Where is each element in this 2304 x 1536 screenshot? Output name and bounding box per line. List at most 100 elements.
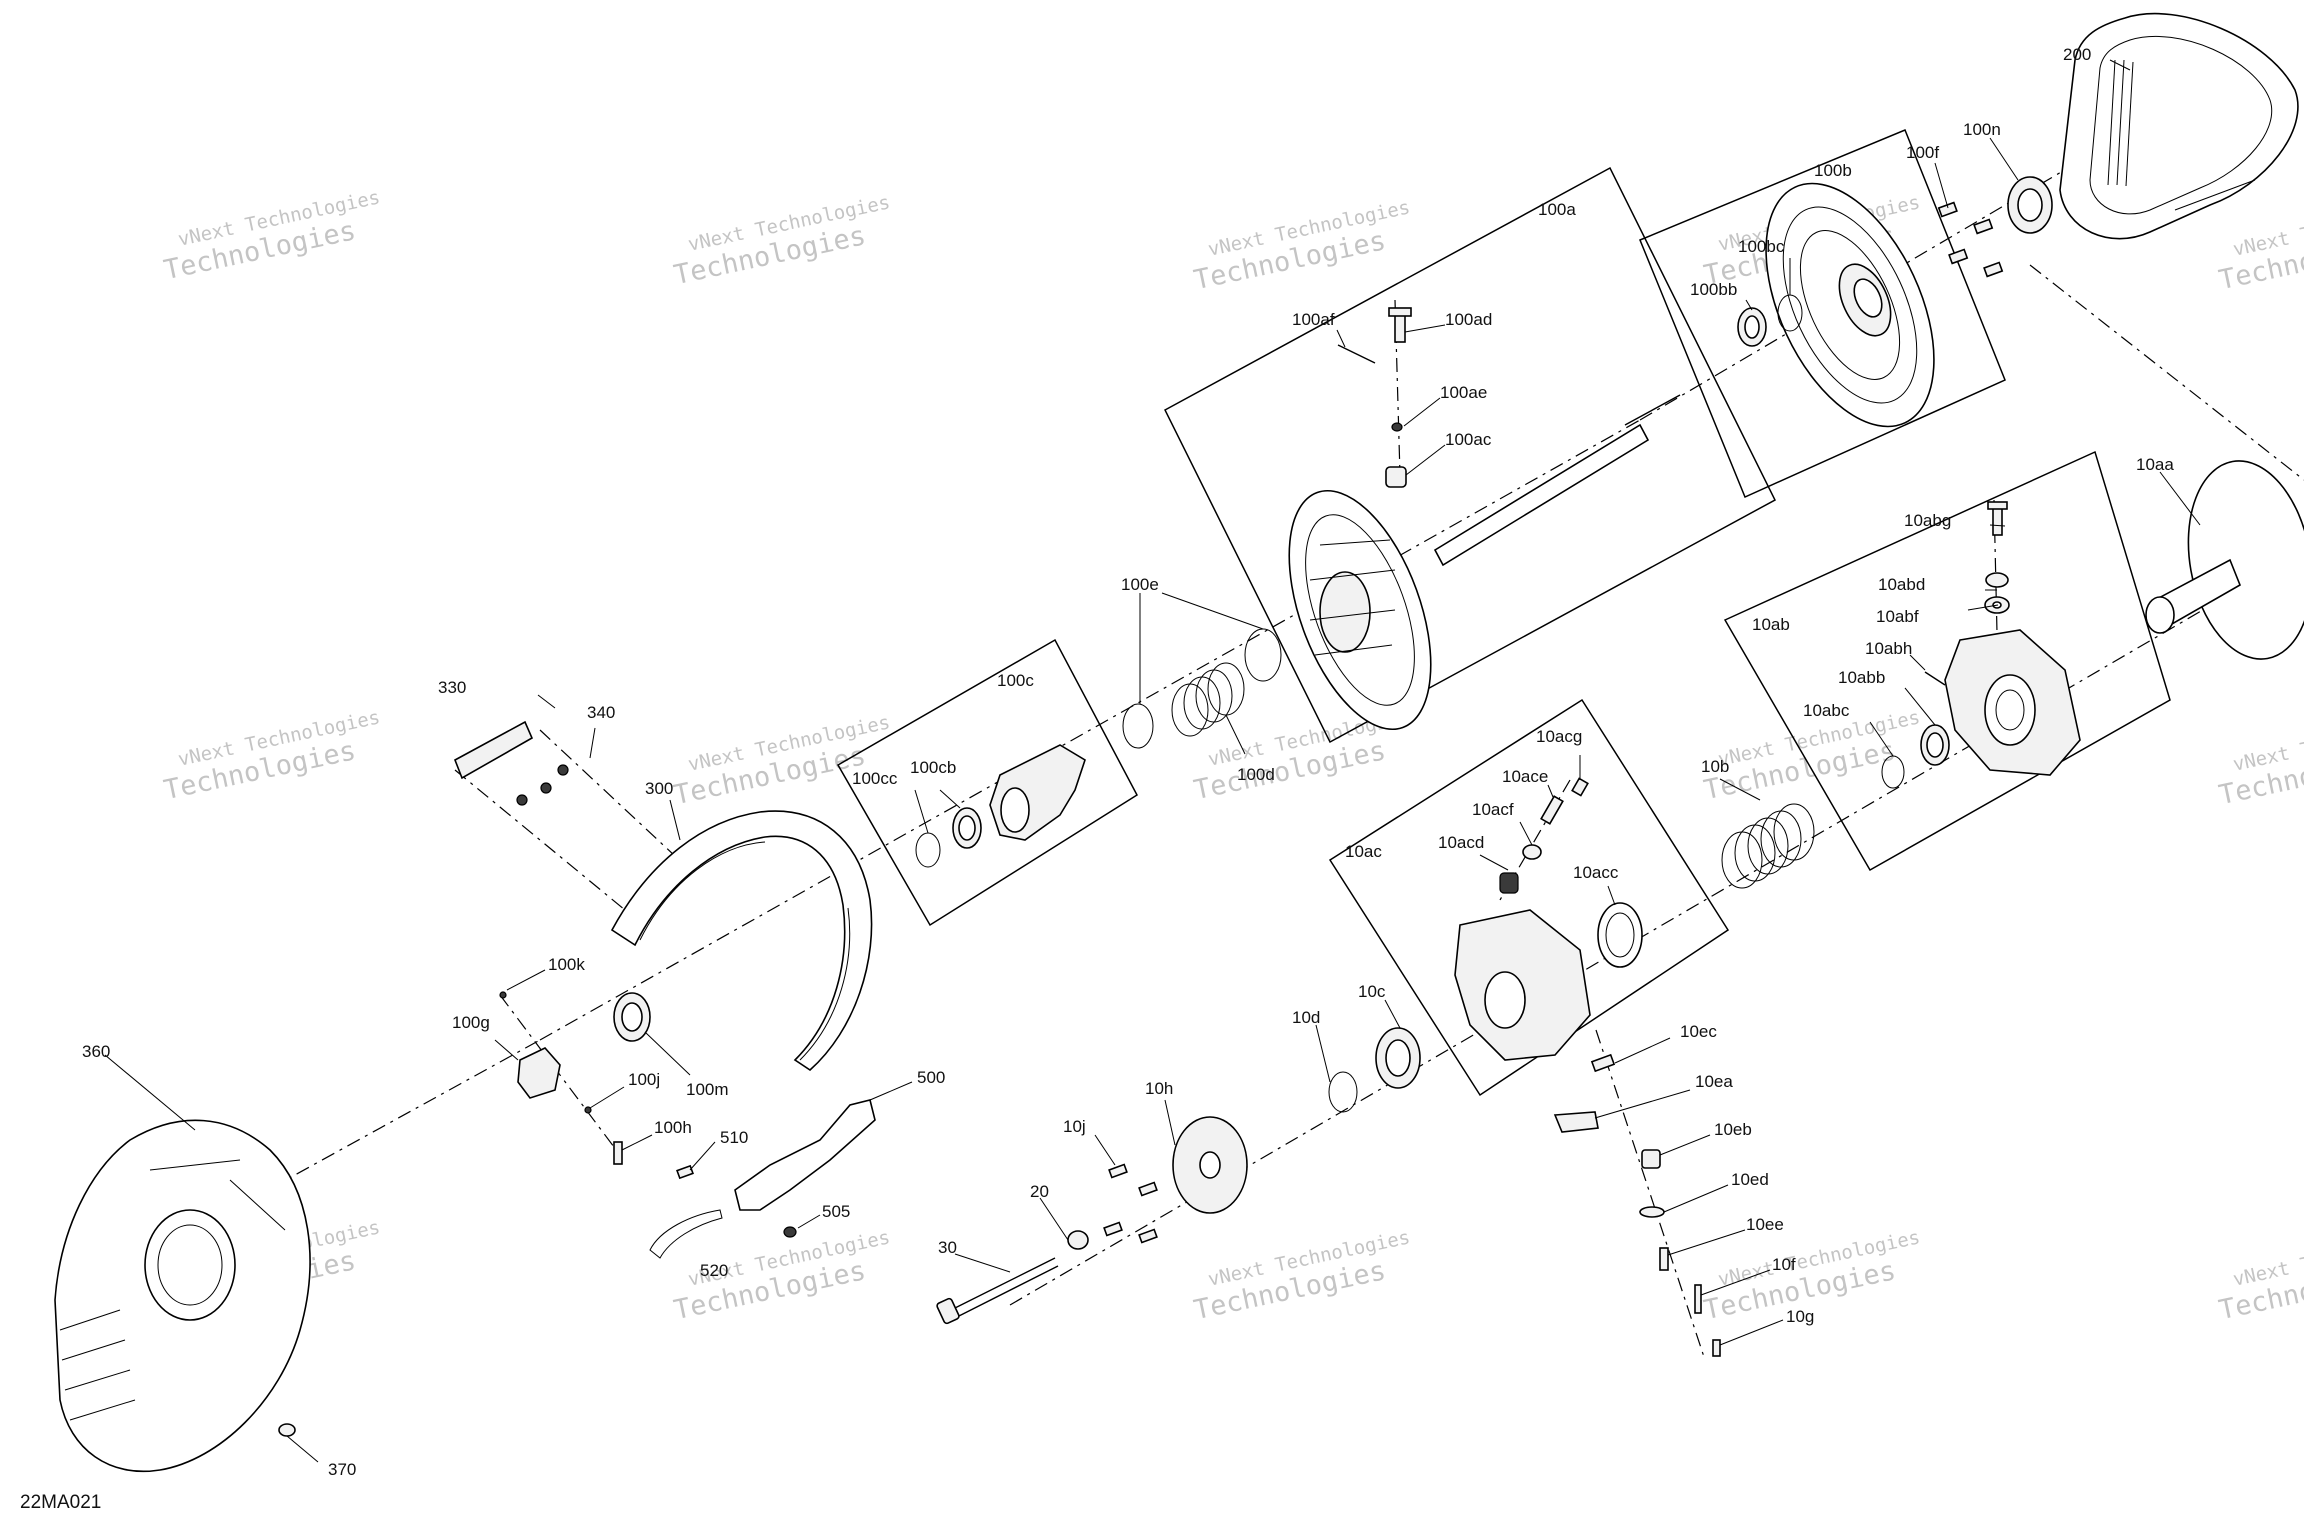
fixed-sheave-part-100a [1288,394,1681,731]
callout-labels: 200 100n 100f 100b 100bc 100bb 100a 100a… [82,45,2174,1479]
callout-30: 30 [938,1238,957,1257]
callout-10abc: 10abc [1803,701,1850,720]
housing-part-360 [54,1119,311,1473]
ring-part-100cc [915,832,941,868]
lever-part-10ec [1590,1053,1616,1073]
roller-part-10acd [1499,872,1519,894]
callout-10ea: 10ea [1695,1072,1733,1091]
callout-100bc: 100bc [1738,237,1785,256]
pin-part-100ad [1388,307,1412,343]
axis-line [539,729,691,871]
callout-100n: 100n [1963,120,2001,139]
assembly-box-10ab [1723,450,2171,872]
axis-line [1499,779,1571,901]
callout-520: 520 [700,1261,728,1280]
callout-500: 500 [917,1068,945,1087]
axis-line [539,419,1641,1041]
callout-100ae: 100ae [1440,383,1487,402]
bushing-part-10abb [1920,724,1950,766]
callout-10ee: 10ee [1746,1215,1784,1234]
callout-10acd: 10acd [1438,833,1484,852]
assembly-box-10ac [1328,698,1730,1097]
bushing-part-100bb [1737,307,1767,347]
callout-10b: 10b [1701,757,1729,776]
callout-10h: 10h [1145,1079,1173,1098]
belt-guard-part-300 [610,810,873,1072]
callout-10ac: 10ac [1345,842,1382,861]
callout-100ac: 100ac [1445,430,1492,449]
callout-100cc: 100cc [852,769,898,788]
pin-part-10abg [1987,501,2008,536]
callout-10acg: 10acg [1536,727,1582,746]
callout-10abb: 10abb [1838,668,1885,687]
sheave-part-10aa [2145,460,2304,660]
callout-370: 370 [328,1460,356,1479]
screw-part-10g [1712,1339,1721,1357]
cam-part-100c [989,744,1086,841]
bearing-part-100n [2007,176,2053,234]
assembly-box-100a [1164,166,1776,744]
callout-100ad: 100ad [1445,310,1492,329]
bracket-part-500 [734,1099,876,1211]
callout-100m: 100m [686,1080,729,1099]
assembly-box-100b [1639,129,2006,499]
spacer-part-10abd [1985,572,2009,588]
bushing-part-10acc [1597,902,1643,968]
clip-part-520 [649,1209,723,1259]
callout-100c: 100c [997,671,1034,690]
bolt-part-100h [613,1141,623,1165]
callout-100af: 100af [1292,310,1335,329]
nut-part-10eb [1641,1149,1661,1169]
axis-line [499,994,621,1156]
washer-part-10acf [1522,844,1542,860]
parts [54,12,2304,1473]
callout-10j: 10j [1063,1117,1086,1136]
washer-part-20 [1067,1230,1089,1250]
sheave-hub-part-10ac [1454,909,1591,1061]
callout-10ec: 10ec [1680,1022,1717,1041]
nut-part-100g [517,1047,561,1099]
callout-340: 340 [587,703,615,722]
callout-10ed: 10ed [1731,1170,1769,1189]
spider-part-10ab [1944,629,2081,776]
callout-10abf: 10abf [1876,607,1919,626]
callout-20: 20 [1030,1182,1049,1201]
nut-part-370 [278,1423,296,1437]
figure-id: 22MA021 [20,1492,101,1513]
washer-part-10ed [1639,1206,1665,1218]
pin-part-10ace [1540,795,1564,825]
washer-part-100m [613,992,651,1042]
screw-part-510 [676,1164,694,1180]
callout-100bb: 100bb [1690,280,1737,299]
callout-360: 360 [82,1042,110,1061]
leader-lines [104,59,2201,1463]
roller-part-100ac [1385,466,1407,488]
callout-100e: 100e [1121,575,1159,594]
ring-part-10d [1328,1071,1358,1113]
axis-line [454,769,626,911]
callout-100cb: 100cb [910,758,956,777]
bushing-part-100cb [952,807,982,849]
screws-part-100f [1937,201,2004,278]
callout-505: 505 [822,1202,850,1221]
assembly-box-100c [836,638,1138,927]
callout-10acf: 10acf [1472,800,1514,819]
assembly-outlines [836,129,2171,1097]
callout-300: 300 [645,779,673,798]
callout-100g: 100g [452,1013,490,1032]
pin-part-100k [499,991,507,999]
pin-part-10acg [1571,777,1589,797]
callout-10f: 10f [1772,1255,1796,1274]
nuts-part-340 [516,764,569,806]
bracket-part-330 [453,720,534,780]
callout-100a: 100a [1538,200,1576,219]
callout-100f: 100f [1906,143,1939,162]
callout-10d: 10d [1292,1008,1320,1027]
screws-part-10j [1103,1163,1158,1244]
callout-100d: 100d [1237,765,1275,784]
callout-100b: 100b [1814,161,1852,180]
washer-part-100j [584,1106,592,1114]
callout-100k: 100k [548,955,585,974]
callout-510: 510 [720,1128,748,1147]
